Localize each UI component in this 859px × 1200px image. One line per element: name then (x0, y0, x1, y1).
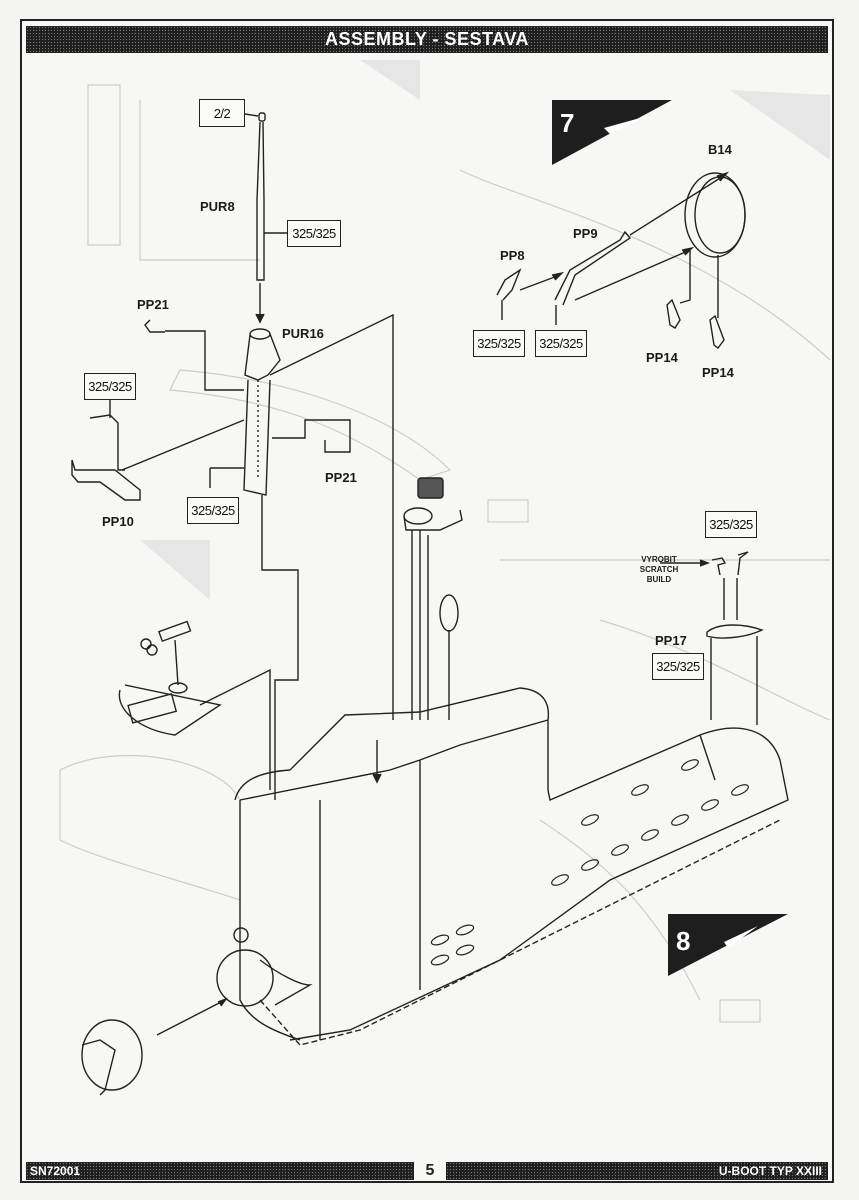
submarine-hull (216, 687, 789, 1046)
label-pp14-b: PP14 (702, 365, 734, 380)
label-b14: B14 (708, 142, 732, 157)
label-pp21-b: PP21 (325, 470, 357, 485)
paint-code-pp17: 325/325 (652, 653, 704, 680)
footer-code: SN72001 (30, 1164, 81, 1178)
bracket-pp21-b (324, 440, 351, 453)
label-pur8: PUR8 (200, 199, 235, 214)
scratch-note-line3: BUILD (646, 575, 672, 584)
step-8-flag (668, 914, 788, 976)
antenna-pur8 (244, 112, 287, 324)
binocular-platform (118, 620, 271, 790)
page-header: ASSEMBLY - SESTAVA (26, 26, 828, 53)
label-pp8: PP8 (500, 248, 525, 263)
label-pp21-a: PP21 (137, 297, 169, 312)
step7-parts (496, 171, 746, 349)
paint-code-pur8: 325/325 (287, 220, 341, 247)
paint-code-pp9: 325/325 (535, 330, 587, 357)
paint-code-scratch-part: 325/325 (705, 511, 757, 538)
bracket-pp21-a (144, 319, 165, 333)
mast-pur16 (243, 328, 281, 496)
page-title: ASSEMBLY - SESTAVA (324, 29, 530, 49)
scratch-build-note: VYROBIT SCRATCH BUILD (634, 555, 684, 585)
stand-pp10 (71, 392, 245, 501)
step-8-badge: 8 (668, 914, 788, 979)
ghost-background (59, 60, 831, 1023)
periscope-snorkel (403, 477, 463, 720)
scratch-note-line2: SCRATCH (639, 565, 679, 574)
label-pur16: PUR16 (282, 326, 324, 341)
label-pp10: PP10 (102, 514, 134, 529)
paint-code-pp8: 325/325 (473, 330, 525, 357)
step-8-number: 8 (676, 926, 691, 956)
step8-parts (660, 551, 764, 725)
footer-right: U-BOOT TYP XXIII (446, 1162, 828, 1180)
page-frame (20, 19, 834, 1183)
label-pp14-a: PP14 (646, 350, 678, 365)
scratch-note-line1: VYROBIT (641, 555, 677, 564)
step-7-number: 7 (560, 108, 575, 138)
bow-fitting (81, 997, 228, 1096)
step-7-flag (552, 100, 672, 165)
paint-code-pur16: 325/325 (187, 497, 239, 524)
paint-code-pp10: 325/325 (84, 373, 136, 400)
label-pp9: PP9 (573, 226, 598, 241)
step-7-badge: 7 (552, 100, 672, 165)
label-pp17: PP17 (655, 633, 687, 648)
footer-page-number: 5 (425, 1162, 435, 1179)
footer-left: SN72001 (26, 1162, 414, 1180)
paint-code-antenna-tip: 2/2 (199, 99, 245, 127)
footer-model: U-BOOT TYP XXIII (718, 1164, 822, 1178)
